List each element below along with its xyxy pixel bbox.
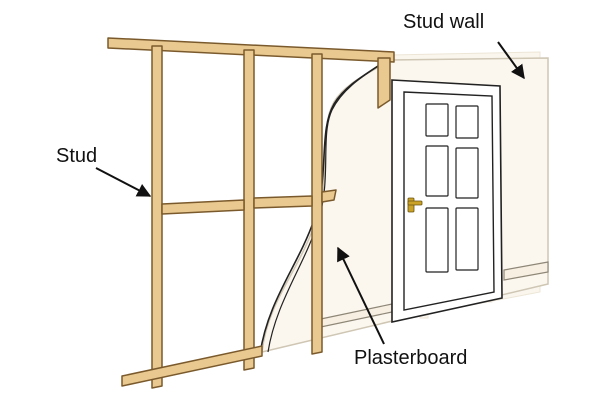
stud-label: Stud	[56, 145, 98, 167]
leader-arrows	[95, 41, 525, 345]
stud-4	[377, 57, 391, 109]
plasterboard-torn-edge-inner	[267, 65, 379, 353]
stud-2	[243, 49, 255, 371]
plasterboard-label: Plasterboard	[354, 347, 468, 369]
timber-frame	[107, 37, 395, 389]
noggin-1	[161, 199, 245, 215]
stud-3	[311, 53, 323, 355]
stud-1	[151, 45, 163, 389]
door-handle-icon	[407, 197, 423, 213]
arrow-pointer-icon	[497, 41, 525, 80]
noggin-3	[321, 189, 337, 203]
door-panels	[425, 103, 479, 273]
sole-plate	[121, 345, 263, 387]
arrow-pointer-icon	[337, 246, 385, 345]
noggin-2	[253, 195, 313, 209]
stud-wall-label: Stud wall	[403, 11, 485, 33]
panel-door-icon	[391, 79, 503, 323]
arrow-pointer-icon	[95, 167, 152, 197]
